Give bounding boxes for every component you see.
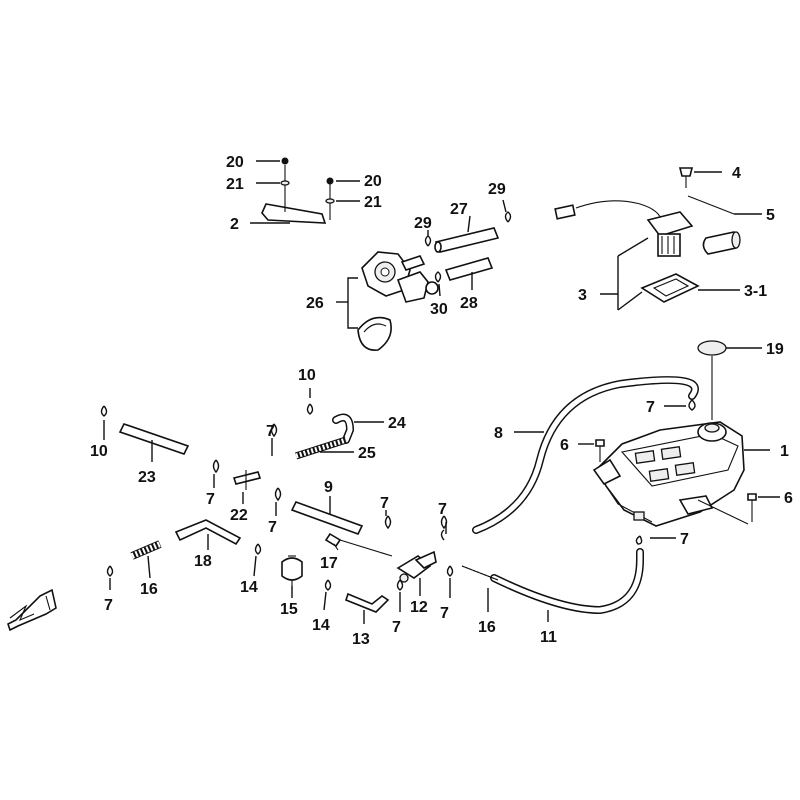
label-7-d: 7 xyxy=(438,501,447,518)
label-10-b: 10 xyxy=(90,443,108,460)
label-8: 8 xyxy=(494,425,503,442)
label-12: 12 xyxy=(410,599,428,616)
part-18-bent-pipe xyxy=(174,519,242,550)
label-9: 9 xyxy=(324,479,333,496)
part-2-bracket xyxy=(250,157,360,224)
label-20-a: 20 xyxy=(226,154,244,171)
part-30-clip xyxy=(434,271,442,297)
part-5-wire xyxy=(687,195,762,215)
label-22: 22 xyxy=(230,507,248,524)
part-9-hose xyxy=(290,496,364,535)
part-25-spring xyxy=(294,436,354,460)
label-1: 1 xyxy=(780,443,789,460)
part-4-screw xyxy=(678,167,722,188)
label-19: 19 xyxy=(766,341,784,358)
part-26-fuel-valve xyxy=(336,251,439,351)
label-16-b: 16 xyxy=(478,619,496,636)
label-18: 18 xyxy=(194,553,212,570)
label-28: 28 xyxy=(460,295,478,312)
front-arrow-icon xyxy=(7,588,57,632)
part-3-1-gasket xyxy=(640,273,740,303)
label-6-a: 6 xyxy=(560,437,569,454)
part-27-fuel-pipe xyxy=(434,215,500,253)
part-23-hose xyxy=(118,423,190,462)
part-13-hose xyxy=(345,592,390,624)
label-17: 17 xyxy=(320,555,338,572)
label-3-1: 3-1 xyxy=(744,283,767,300)
label-7-tank-top: 7 xyxy=(646,399,655,416)
part-15-fuel-filter xyxy=(281,555,303,598)
label-14-b: 14 xyxy=(312,617,330,634)
label-16-a: 16 xyxy=(140,581,158,598)
label-11: 11 xyxy=(540,629,557,646)
part-16-spring-right xyxy=(461,565,499,612)
label-7-c: 7 xyxy=(380,495,389,512)
label-15: 15 xyxy=(280,601,298,618)
label-4: 4 xyxy=(732,165,741,182)
label-29-b: 29 xyxy=(488,181,506,198)
part-12-fitting xyxy=(396,550,437,596)
label-30: 30 xyxy=(430,301,448,318)
label-7-f: 7 xyxy=(104,597,113,614)
label-24: 24 xyxy=(388,415,406,432)
label-13: 13 xyxy=(352,631,370,648)
part-10-clips xyxy=(100,388,314,440)
label-7-b: 7 xyxy=(206,491,215,508)
label-2: 2 xyxy=(230,216,239,233)
part-17-screw xyxy=(324,532,393,557)
label-27: 27 xyxy=(450,201,468,218)
label-25: 25 xyxy=(358,445,376,462)
part-16-spring-left xyxy=(130,540,162,579)
label-23: 23 xyxy=(138,469,156,486)
part-22-fitting xyxy=(232,470,262,504)
label-21-b: 21 xyxy=(364,194,382,211)
label-7-tank-bottom: 7 xyxy=(680,531,689,548)
label-14-a: 14 xyxy=(240,579,258,596)
label-26: 26 xyxy=(306,295,324,312)
part-24-elbow-hose xyxy=(332,413,384,444)
part-19-cap xyxy=(697,340,762,420)
label-5: 5 xyxy=(766,207,775,224)
part-28-hose xyxy=(444,257,494,290)
label-7-a: 7 xyxy=(266,423,275,440)
part-11-fuel-hose xyxy=(490,548,644,622)
part-6-bolts xyxy=(578,439,780,525)
part-7-clips xyxy=(106,423,454,612)
part-29-clips xyxy=(424,199,512,247)
label-7-h: 7 xyxy=(392,619,401,636)
label-29-a: 29 xyxy=(414,215,432,232)
part-3-fuel-level-sender xyxy=(554,200,741,257)
part-8-vent-hose xyxy=(472,376,699,534)
part-1-fuel-tank xyxy=(592,421,770,527)
part-7-tank-clips xyxy=(635,399,696,545)
label-3: 3 xyxy=(578,287,587,304)
label-7-e: 7 xyxy=(268,519,277,536)
label-7-g: 7 xyxy=(440,605,449,622)
label-21-a: 21 xyxy=(226,176,244,193)
label-20-b: 20 xyxy=(364,173,382,190)
label-6-b: 6 xyxy=(784,490,793,507)
part-3-bracket-lines xyxy=(600,237,649,311)
label-10-a: 10 xyxy=(298,367,316,384)
part-14-clips xyxy=(253,543,332,611)
